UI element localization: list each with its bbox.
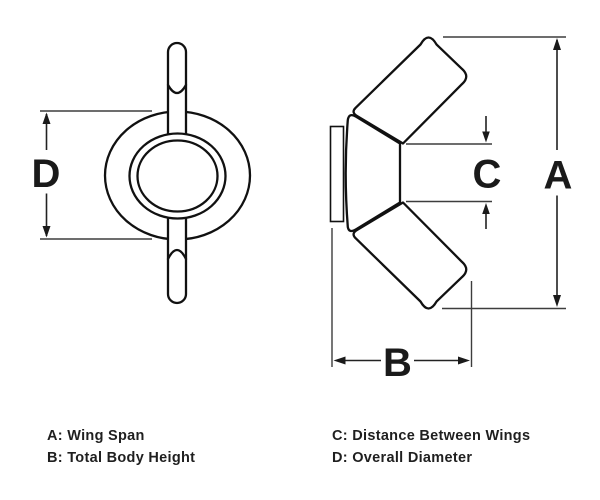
- top-view-lower-wing: [166, 217, 188, 305]
- legend-left-column: A: Wing Span B: Total Body Height: [47, 426, 195, 469]
- dim-b-arrow-left-icon: [333, 356, 346, 365]
- dim-c-arrow-down-icon: [482, 131, 490, 143]
- dim-c-label: C: [473, 153, 502, 197]
- legend-item-c: C: Distance Between Wings: [332, 428, 531, 444]
- dimension-a: A: [442, 36, 573, 310]
- dim-d-label: D: [32, 152, 61, 196]
- dim-b-arrow-right-icon: [458, 356, 470, 365]
- side-view-lower-wing: [352, 201, 468, 310]
- top-view-hub-outer-ring: [128, 132, 227, 220]
- dim-d-arrow-down-icon: [42, 226, 51, 238]
- dimension-b: B: [331, 228, 473, 385]
- dim-b-label: B: [383, 341, 412, 385]
- legend-item-b: B: Total Body Height: [47, 449, 196, 466]
- lower-wing-fold-arc: [166, 248, 188, 261]
- legend-item-d: D: Overall Diameter: [332, 449, 473, 466]
- upper-wing-fold-arc: [166, 83, 188, 95]
- dim-c-arrow-up-icon: [482, 203, 490, 214]
- legend-right-column: C: Distance Between Wings D: Overall Dia…: [332, 426, 530, 469]
- side-view-flange: [329, 125, 345, 223]
- dim-a-arrow-down-icon: [553, 295, 561, 307]
- top-view-hub-inner-ring: [136, 139, 219, 213]
- top-view-upper-wing: [166, 41, 188, 135]
- side-view: [329, 36, 468, 310]
- dim-d-arrow-up-icon: [42, 112, 51, 124]
- side-view-body: [344, 113, 402, 233]
- dim-a-label: A: [544, 154, 573, 198]
- dimension-c: C: [406, 116, 501, 229]
- dimension-d: D: [32, 110, 152, 240]
- dim-a-arrow-up-icon: [553, 38, 561, 50]
- top-view: [103, 41, 252, 305]
- legend-item-a: A: Wing Span: [47, 428, 145, 444]
- side-view-upper-wing: [352, 36, 468, 145]
